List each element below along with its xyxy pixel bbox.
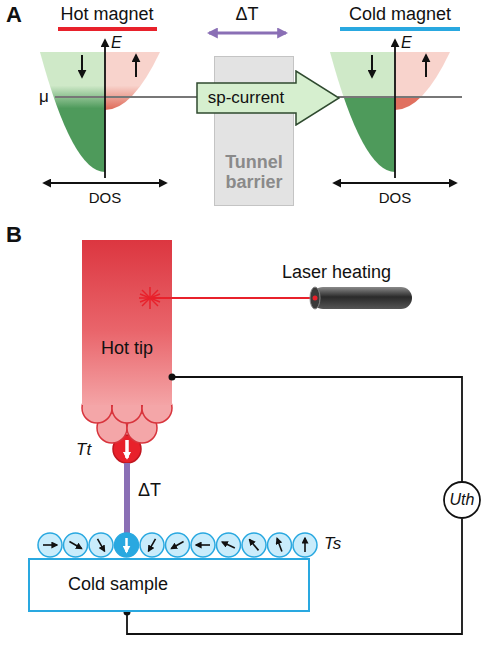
sample-atom bbox=[166, 533, 190, 557]
annotation-label: Hot magnet bbox=[60, 4, 153, 25]
sample-atom bbox=[64, 533, 88, 557]
node-text: Uth bbox=[450, 491, 475, 509]
spin-arrow bbox=[126, 440, 129, 458]
energy-axis bbox=[394, 40, 396, 178]
annotation-label: ΔT bbox=[235, 4, 258, 25]
spin-arrow bbox=[126, 440, 129, 458]
spin-arrow bbox=[222, 542, 235, 548]
signal-arrow: sp-current bbox=[196, 70, 340, 126]
barrier-box: Tunnel barrier bbox=[214, 56, 294, 206]
spin-arrow bbox=[135, 55, 137, 77]
panel-letter: B bbox=[6, 222, 22, 247]
laser-spot-ray bbox=[140, 294, 160, 302]
sample-atom bbox=[191, 533, 215, 557]
laser-body bbox=[312, 287, 412, 309]
sample-atom bbox=[293, 533, 317, 557]
laser-aperture-dot bbox=[313, 296, 318, 301]
spin-arrow bbox=[425, 55, 427, 77]
wire-contact-dot bbox=[169, 374, 176, 381]
voltmeter-outline bbox=[444, 482, 480, 518]
tip-rectangle bbox=[82, 240, 172, 405]
dos-axis bbox=[44, 182, 166, 184]
sample-atom bbox=[140, 533, 164, 557]
laser-spot bbox=[139, 287, 161, 309]
sample-atom bbox=[268, 533, 292, 557]
annotation-label: DOS bbox=[379, 189, 412, 206]
energy-axis bbox=[104, 40, 106, 178]
laser-beam bbox=[150, 297, 314, 299]
chemical-potential-line bbox=[55, 96, 198, 98]
spin-arrow bbox=[149, 539, 156, 551]
laser-spot-ray bbox=[140, 294, 160, 302]
dos-axis bbox=[334, 182, 456, 184]
arrow-text-holder: sp-current bbox=[196, 83, 296, 113]
sample-box: Cold sample bbox=[28, 558, 310, 612]
spin-arrow bbox=[304, 538, 306, 552]
spin-down-dos bbox=[330, 52, 395, 172]
spin-up-dos bbox=[395, 52, 450, 110]
spin-arrow bbox=[250, 540, 259, 551]
spin-down-dos bbox=[40, 52, 105, 172]
panel-letter: A bbox=[6, 2, 22, 27]
annotation-label: μ bbox=[39, 87, 49, 107]
spin-arrow bbox=[98, 539, 105, 551]
laser-aperture bbox=[310, 287, 320, 309]
spin-arrow bbox=[43, 544, 57, 546]
spin-arrow bbox=[81, 55, 83, 77]
tip-body: Hot tip bbox=[82, 240, 172, 405]
sample-atoms bbox=[38, 533, 317, 557]
annotation-label: Tt bbox=[76, 440, 91, 460]
node-text: Hot tip bbox=[101, 338, 153, 359]
tunnel-gap-line bbox=[124, 463, 130, 533]
spin-arrow bbox=[69, 542, 81, 549]
cold-bar bbox=[340, 27, 460, 31]
chemical-potential-line bbox=[338, 96, 462, 98]
sample-atom bbox=[38, 533, 62, 557]
annotation-label: ΔT bbox=[138, 480, 161, 501]
wire bbox=[172, 377, 462, 481]
delta-t-arrow bbox=[209, 32, 286, 35]
spin-up-dos bbox=[105, 52, 160, 110]
node-text: Tunnel barrier bbox=[219, 153, 289, 193]
spin-arrow bbox=[277, 538, 282, 551]
node-text: Cold sample bbox=[68, 574, 168, 595]
annotation-label: E bbox=[111, 34, 122, 52]
spin-arrow bbox=[125, 538, 128, 552]
spin-arrow bbox=[196, 544, 210, 546]
voltmeter-circle: Uth bbox=[443, 481, 481, 519]
sample-atom bbox=[89, 533, 113, 557]
sample-atom bbox=[115, 533, 139, 557]
annotation-label: E bbox=[401, 34, 412, 52]
spin-arrow bbox=[371, 55, 373, 77]
annotation-label: Laser heating bbox=[282, 262, 391, 283]
node-text: sp-current bbox=[208, 88, 285, 108]
sample-atom bbox=[217, 533, 241, 557]
sample-atom bbox=[242, 533, 266, 557]
hot-bar bbox=[58, 27, 157, 31]
spin-arrow bbox=[171, 542, 183, 549]
annotation-label: Ts bbox=[324, 534, 341, 554]
annotation-label: Cold magnet bbox=[349, 4, 451, 25]
annotation-label: DOS bbox=[89, 189, 122, 206]
